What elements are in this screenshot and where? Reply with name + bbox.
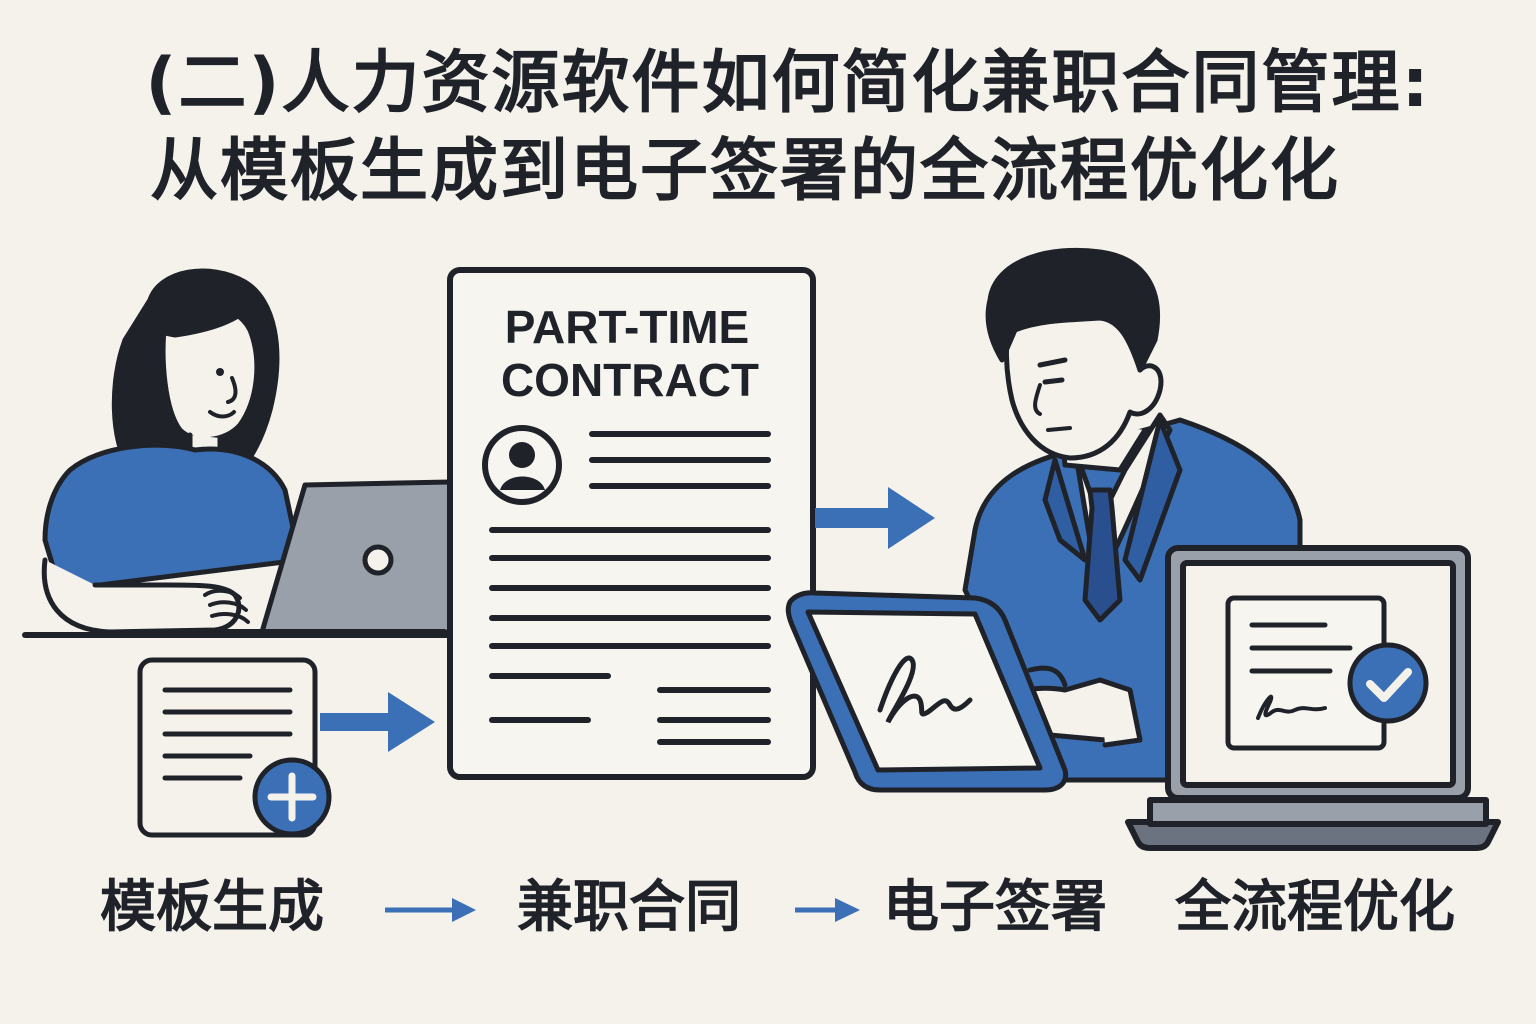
checkmark-icon [1347,642,1429,724]
plus-icon [252,757,332,837]
title-line-1: (二)人力资源软件如何简化兼职合同管理: [145,44,1431,123]
page-title: (二)人力资源软件如何简化兼职合同管理: 从模板生成到电子签署的全流程优化化 [0,40,1536,216]
step-label-optimization: 全流程优化 [1175,875,1455,940]
laptop-logo-icon [362,544,394,576]
step-label-template: 模板生成 [100,875,324,940]
contract-heading-line-1: PART-TIME [505,301,749,353]
arrow-right-icon [815,487,935,549]
signature-tablet [785,590,1069,793]
signature-icon [877,655,973,724]
step-label-signature: 电子签署 [883,875,1107,940]
arrow-right-icon [320,692,435,752]
arrow-right-icon [385,898,476,922]
woman-at-laptop [22,268,453,638]
contract-document: PART-TIME CONTRACT [447,267,816,780]
step-label-contract: 兼职合同 [517,875,741,940]
title-line-2: 从模板生成到电子签署的全流程优化化 [150,132,1341,211]
contract-text-lines [489,431,771,745]
contract-heading-line-2: CONTRACT [501,354,759,406]
arrow-right-icon [795,898,860,922]
user-avatar-icon [482,425,562,505]
